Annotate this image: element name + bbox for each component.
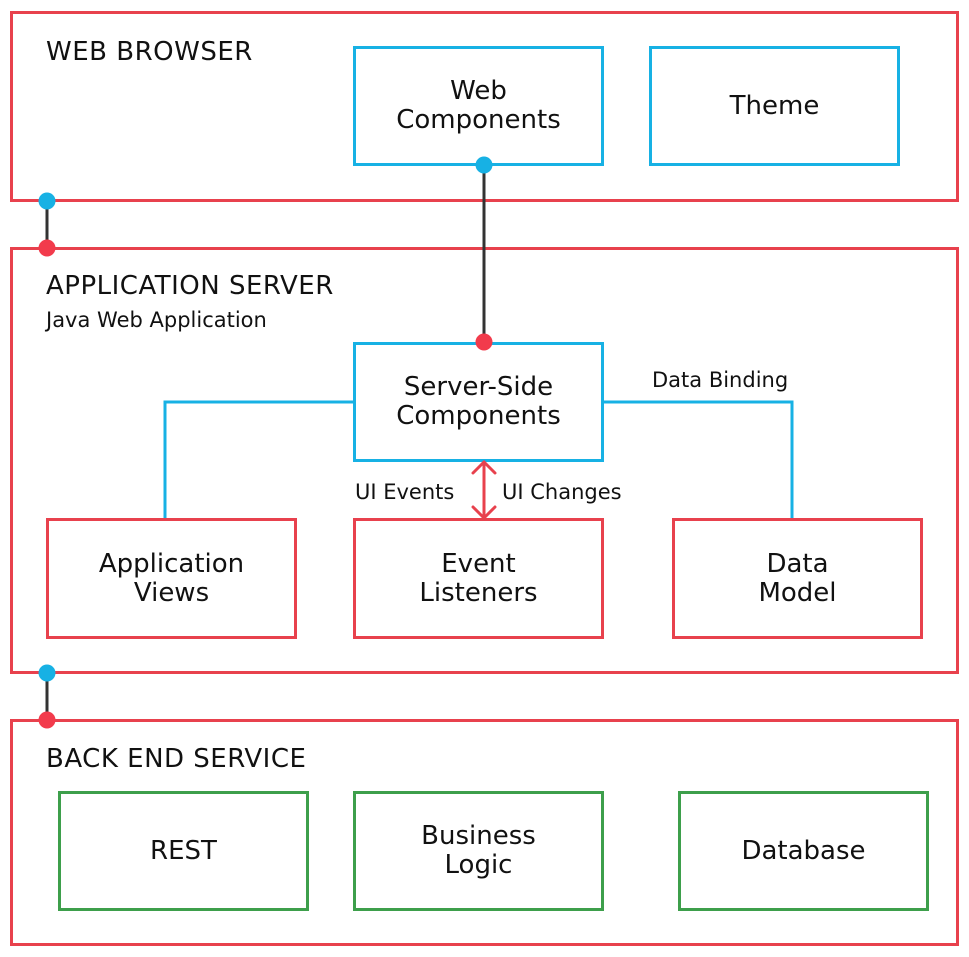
application-server-title: APPLICATION SERVER (46, 271, 334, 301)
data-model-box: Data Model (672, 518, 923, 639)
back-end-service-title: BACK END SERVICE (46, 744, 307, 774)
ui-changes-label: UI Changes (502, 480, 622, 504)
business-logic-box: Business Logic (353, 791, 604, 911)
web-components-box: Web Components (353, 46, 604, 166)
web-browser-title: WEB BROWSER (46, 37, 253, 67)
server-side-components-box: Server-Side Components (353, 342, 604, 462)
ui-events-label: UI Events (355, 480, 455, 504)
application-views-box: Application Views (46, 518, 297, 639)
application-server-subtitle: Java Web Application (46, 308, 267, 332)
data-binding-label: Data Binding (652, 368, 789, 392)
rest-box: REST (58, 791, 309, 911)
database-box: Database (678, 791, 929, 911)
theme-box: Theme (649, 46, 900, 166)
event-listeners-box: Event Listeners (353, 518, 604, 639)
